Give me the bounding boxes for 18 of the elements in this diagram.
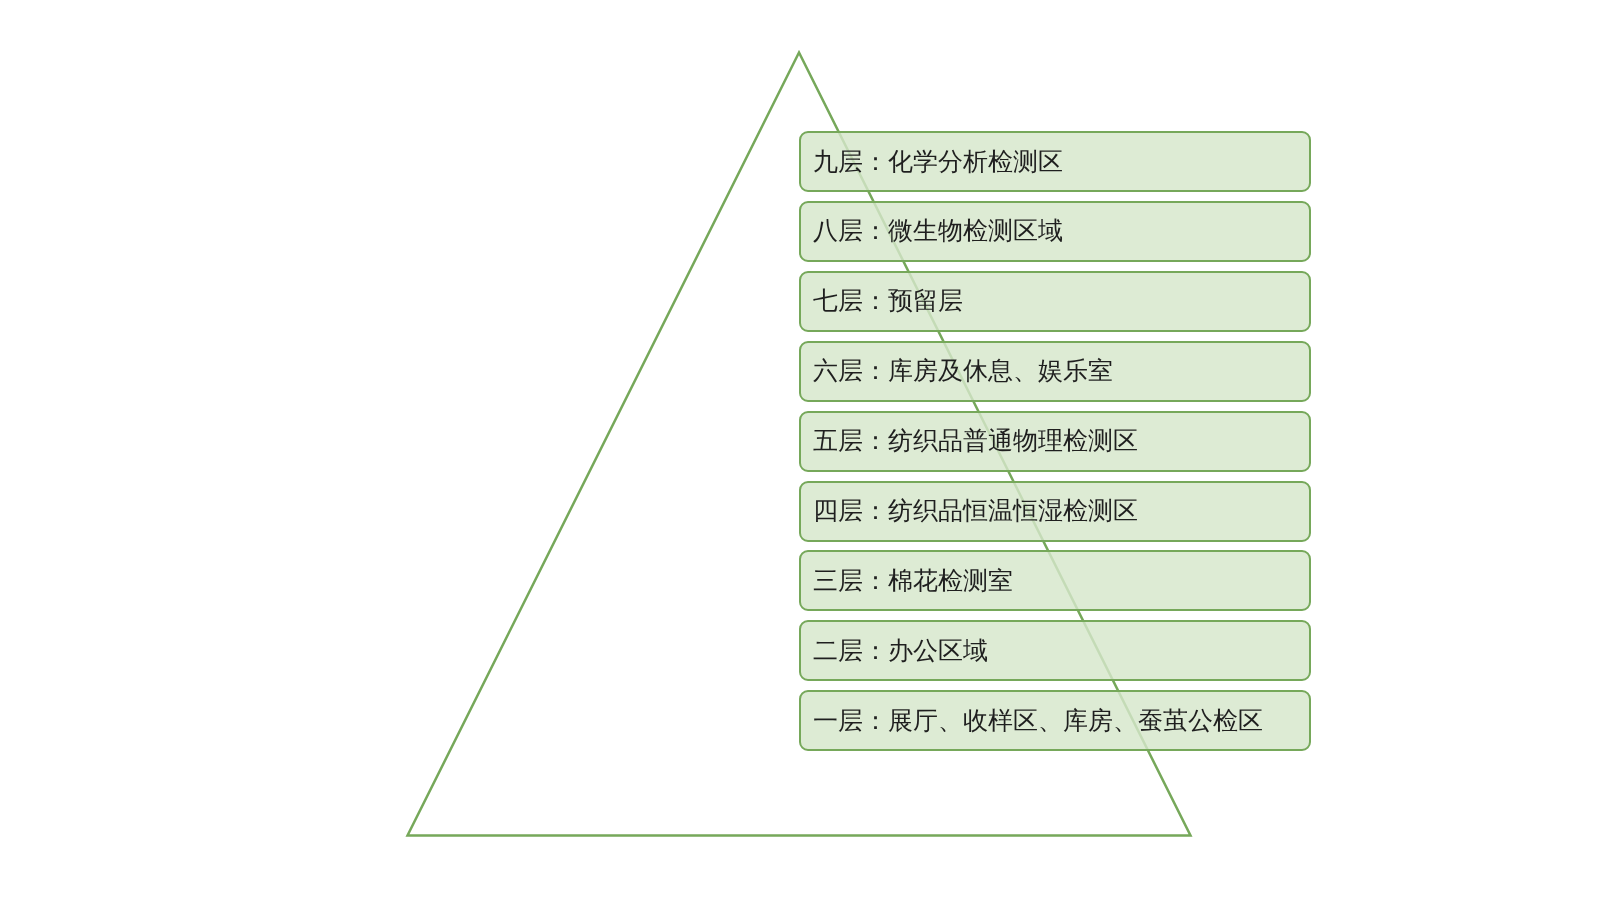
floor-label: 六层：库房及休息、娱乐室 [813,356,1113,387]
floor-box [799,480,1311,542]
floor-box [799,340,1311,402]
floor-label: 九层：化学分析检测区 [813,146,1063,177]
floor-label: 四层：纺织品恒温恒湿检测区 [813,496,1138,526]
floor-box [799,620,1311,682]
floor-box [799,690,1311,752]
floor-box [799,200,1311,262]
floor-label: 八层：微生物检测区域 [813,216,1063,247]
floor-box [799,410,1311,472]
floor-box [799,270,1311,332]
floor-label: 五层：纺织品普通物理检测区 [813,426,1138,457]
floor-label: 三层：棉花检测室 [813,565,1013,596]
floor-box [799,550,1311,612]
floor-label: 七层：预留层 [813,286,963,317]
floor-label: 二层：办公区域 [813,635,988,666]
floor-label: 一层：展厅、收样区、库房、蚕茧公检区 [813,705,1263,736]
floor-box [799,131,1311,192]
